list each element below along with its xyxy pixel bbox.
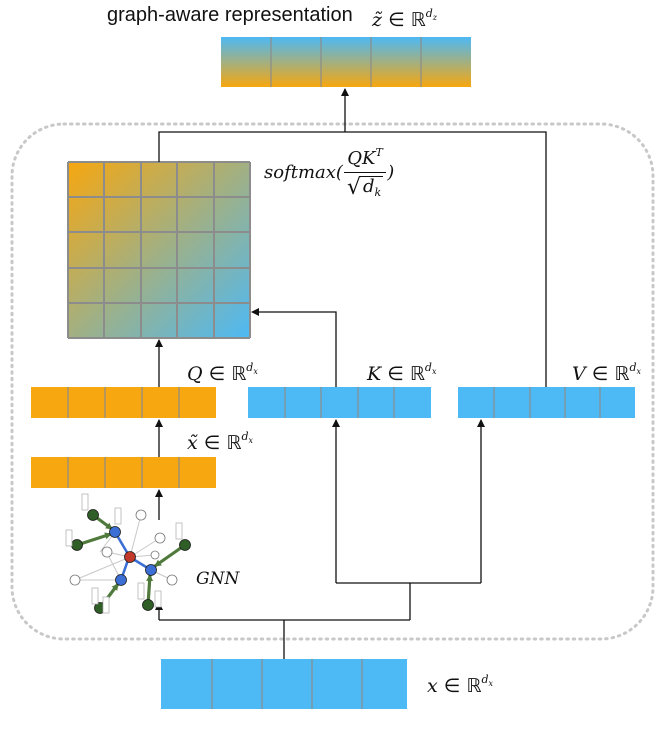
output-label: z̃ ∈ ℝdz [372, 7, 437, 31]
attention-matrix [67, 161, 251, 339]
key-vector [248, 387, 431, 418]
gnn-graph-illustration [65, 493, 191, 614]
query-label: Q ∈ ℝdx [187, 361, 258, 385]
output-vector-z [221, 37, 471, 87]
value-label: V ∈ ℝdx [572, 361, 642, 385]
diagram-title: graph-aware representation [107, 4, 353, 26]
attention-module-border [10, 122, 655, 641]
graph-embedding-label: x̃ ∈ ℝdx [187, 430, 253, 454]
input-vector-x [161, 659, 407, 709]
key-label: K ∈ ℝdx [367, 361, 437, 385]
gnn-label: GNN [196, 569, 240, 589]
input-label: x ∈ ℝdx [427, 673, 493, 697]
connectors [155, 88, 547, 659]
softmax-label: softmax( QKT √ dk ) [264, 146, 395, 201]
value-vector [458, 387, 635, 418]
query-vector [31, 387, 216, 418]
graph-embedding-vector [31, 457, 216, 488]
